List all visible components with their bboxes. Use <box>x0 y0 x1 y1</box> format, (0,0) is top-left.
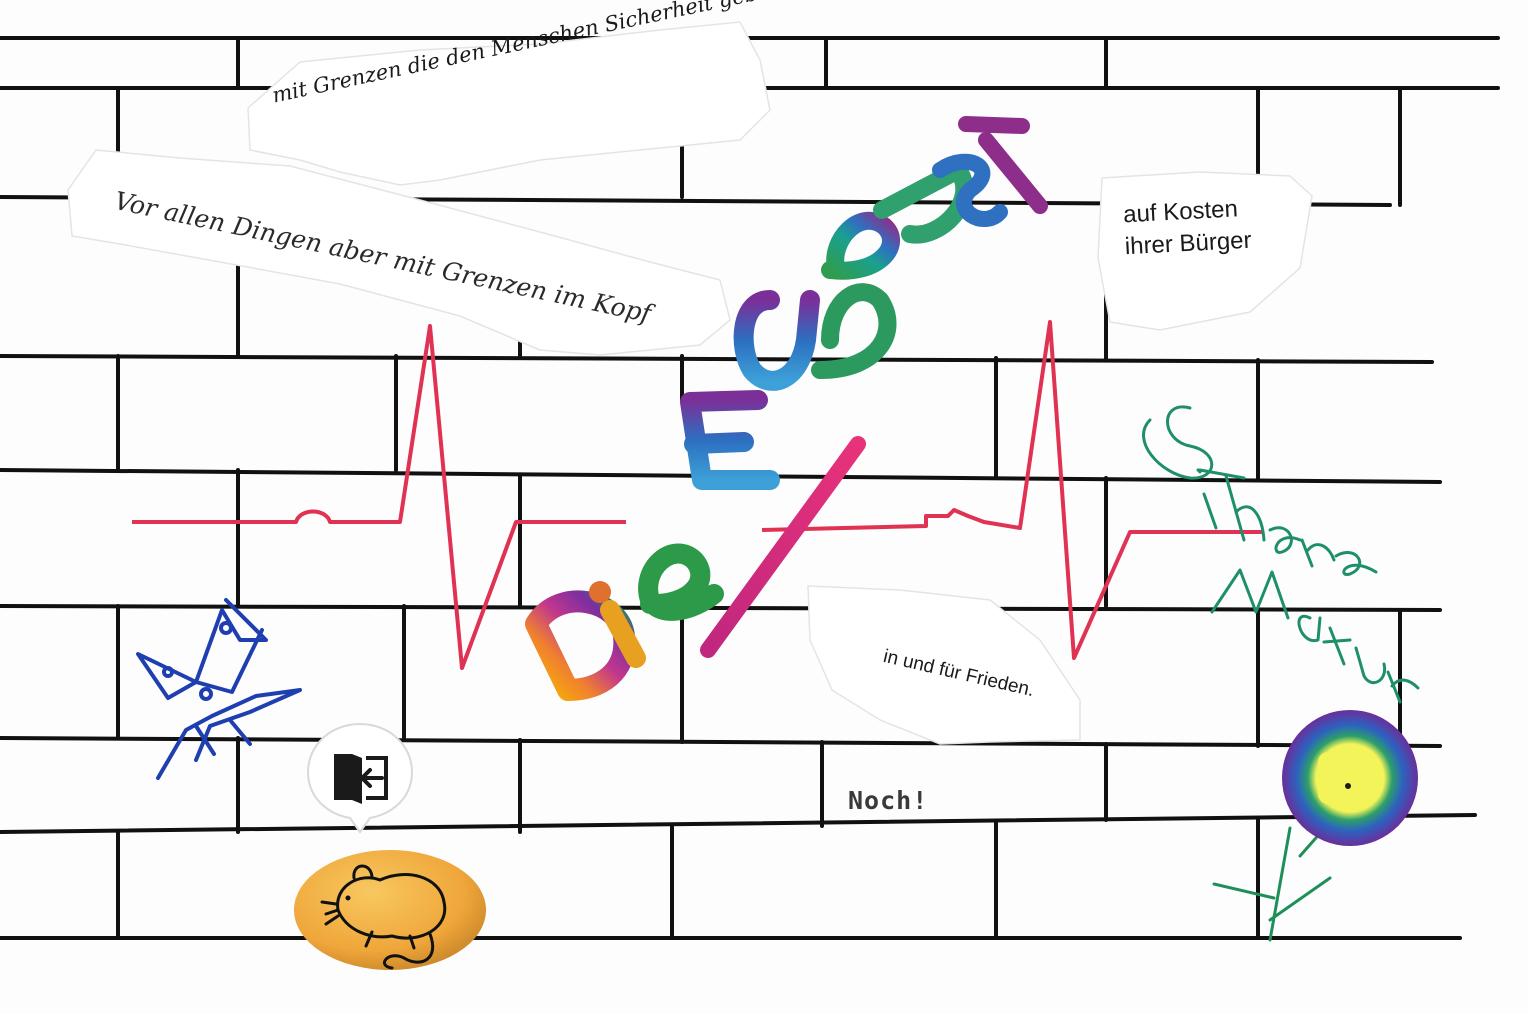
side-lettering <box>1142 405 1420 704</box>
title-lettering <box>525 116 1048 701</box>
scrap-text-line: ihrer Bürger <box>1124 226 1253 261</box>
scrap-text-citizens-cost: auf Kosten ihrer Bürger <box>1122 193 1253 264</box>
exit-button[interactable] <box>300 718 420 836</box>
heartbeat-line <box>132 320 1262 670</box>
mouse-stone-icon <box>294 850 486 970</box>
flower-icon <box>1212 710 1418 942</box>
exit-door-icon <box>306 722 414 834</box>
scrap-text-noch: Noch! <box>848 786 929 815</box>
butterfly-icon <box>136 598 302 780</box>
exit-badge <box>300 718 420 836</box>
torn-paper-scraps <box>67 21 1313 745</box>
